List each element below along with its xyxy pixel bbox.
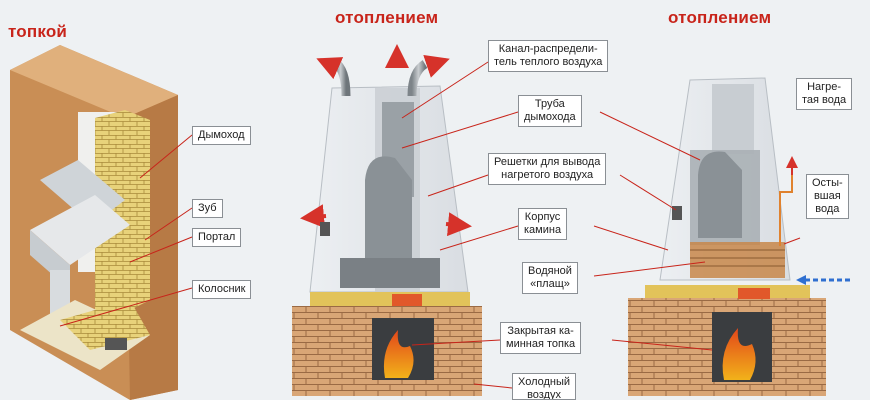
label-zub: Зуб (192, 199, 223, 218)
label-portal: Портал (192, 228, 242, 247)
label-dymokhod: Дымоход (192, 126, 251, 145)
label-nagretaya-voda: Нагре-тая вода (796, 78, 853, 110)
label-vodyanoy: Водяной«плащ» (522, 262, 578, 294)
open-fireplace-title: топкой (8, 22, 68, 41)
label-kolosnik: Колосник (192, 280, 252, 299)
air-heating-fireplace (292, 44, 482, 396)
leader-lines (59, 61, 801, 389)
air-heating-title: отоплением (335, 8, 439, 27)
label-kanal: Канал-распредели-тель теплого воздуха (488, 40, 609, 72)
label-zakrytaya-topka: Закрытая ка-минная топка (500, 322, 582, 354)
water-heating-fireplace (628, 77, 850, 396)
water-heating-title: отоплением (668, 8, 772, 27)
open-fireplace (10, 45, 178, 400)
